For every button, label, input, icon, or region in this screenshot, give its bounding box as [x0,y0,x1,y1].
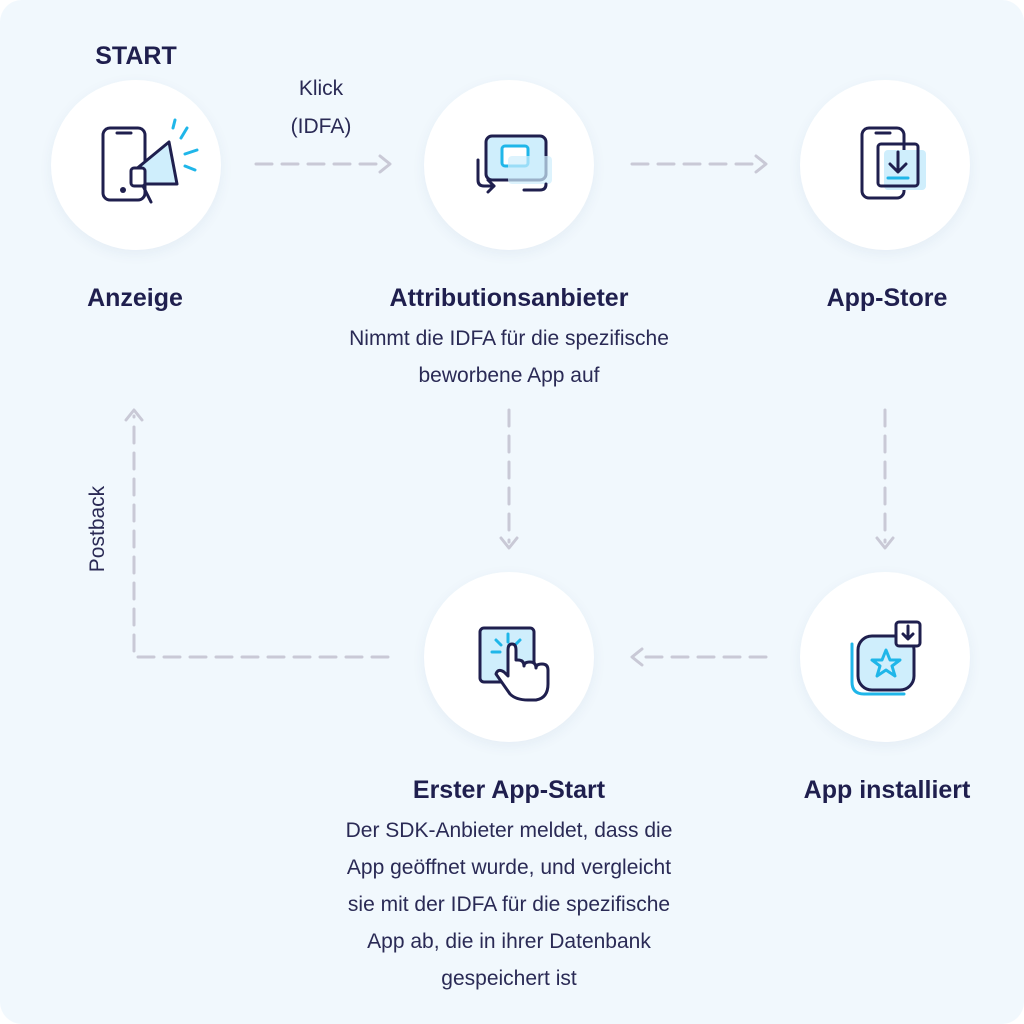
node-first-start-description-line2: App geöffnet wurde, und vergleicht [346,856,672,879]
arrowhead-store-installed [875,536,895,550]
node-first-start-circle [424,572,594,742]
node-first-start-description-line5: gespeichert ist [441,967,577,990]
click-label-line2: (IDFA) [290,115,352,138]
arrowhead-attribution-first-start [499,536,519,550]
arrowhead-installed-first-start [630,647,644,667]
node-ad-circle [51,80,221,250]
start-label: START [95,42,177,70]
node-first-start-description-line3: sie mit der IDFA für die spezifische [347,893,671,916]
cards-exchange-icon [476,134,552,194]
node-ad-title: Anzeige [87,284,183,312]
node-first-start-title: Erster App-Start [412,776,606,804]
node-store-title: App-Store [826,284,948,312]
megaphone-phone-icon [101,118,199,204]
click-label-line1: Klick [298,77,344,100]
hand-tap-icon [478,626,550,702]
node-installed-title: App installiert [803,776,971,804]
node-attribution-title: Attributionsanbieter [389,284,629,312]
arrowhead-ad-attribution [378,154,392,174]
arrowhead-postback [124,408,144,422]
node-first-start-description-line1: Der SDK-Anbieter meldet, dass die [345,819,673,842]
node-attribution-circle [424,80,594,250]
node-installed-circle [800,572,970,742]
node-attribution-description-line2: beworbene App auf [418,364,600,387]
arrowhead-attribution-store [754,154,768,174]
arrow-postback [132,414,390,659]
node-store-circle [800,80,970,250]
phone-download-icon [860,126,926,200]
star-app-download-icon [850,620,922,696]
node-attribution-description-line1: Nimmt die IDFA für die spezifische [349,327,669,350]
node-first-start-description-line4: App ab, die in ihrer Datenbank [367,930,651,953]
postback-label: Postback [86,485,109,573]
